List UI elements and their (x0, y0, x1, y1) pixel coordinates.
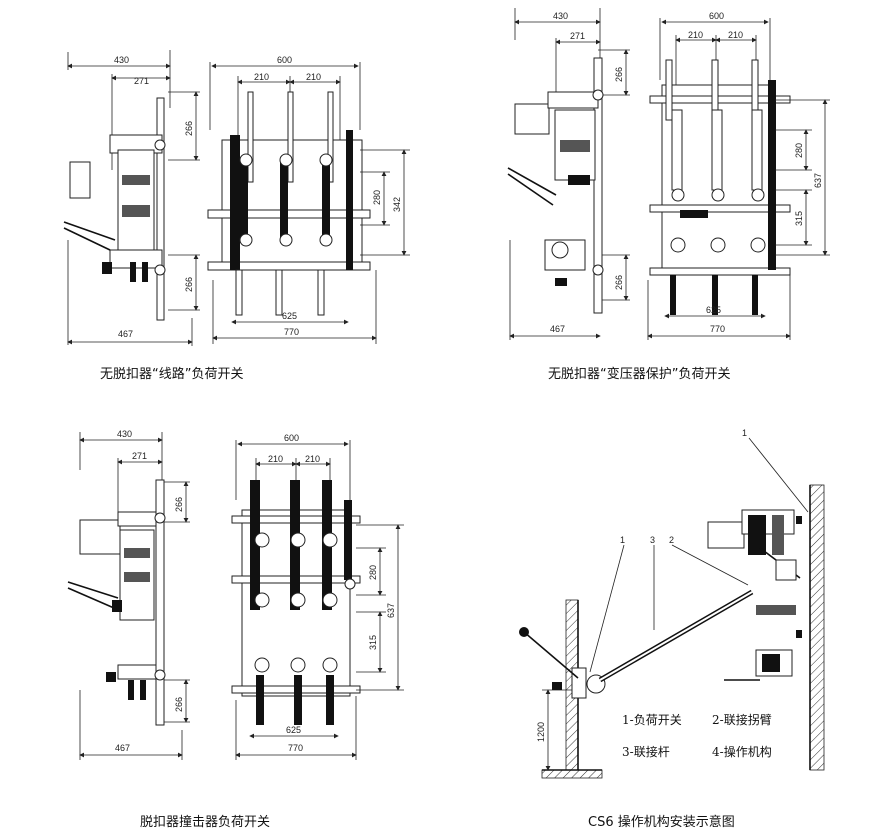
dim-266-bottom: 266 (614, 275, 624, 290)
legend-item-2: 2-联接拐臂 (712, 712, 772, 727)
dim-266-top: 266 (614, 67, 624, 82)
dim-266-top: 266 (174, 497, 184, 512)
dim-280: 280 (794, 143, 804, 158)
caption-bottom-left: 脱扣器撞击器负荷开关 (140, 815, 270, 830)
legend-item-4: 4-操作机构 (712, 744, 772, 759)
dim-210-b: 210 (306, 72, 321, 82)
dim-770: 770 (284, 327, 299, 337)
dim-210-b: 210 (305, 454, 320, 464)
dim-430: 430 (553, 11, 568, 21)
dim-600: 600 (284, 433, 299, 443)
dim-625: 625 (286, 725, 301, 735)
dim-210-a: 210 (268, 454, 283, 464)
tr-front-view: 600 210 210 280 (647, 11, 830, 340)
dim-315: 315 (368, 635, 378, 650)
dim-210-a: 210 (254, 72, 269, 82)
dim-430: 430 (117, 429, 132, 439)
dim-467: 467 (550, 324, 565, 334)
dim-266-top: 266 (184, 121, 194, 136)
dim-280: 280 (368, 565, 378, 580)
dim-271: 271 (570, 31, 585, 41)
dim-280: 280 (372, 190, 382, 205)
dim-266-bottom: 266 (184, 277, 194, 292)
br-installation-view: 1200 1 1 3 2 1-负荷开关 2-联接拐臂 3-联接杆 (519, 428, 825, 779)
callout-2: 2 (669, 535, 674, 545)
callout-1-left: 1 (620, 535, 625, 545)
caption-top-left: 无脱扣器“线路”负荷开关 (100, 366, 243, 382)
tr-side-view: 430 271 266 266 467 (507, 8, 630, 340)
dim-600: 600 (277, 55, 292, 65)
dim-271: 271 (132, 451, 147, 461)
legend-item-3: 3-联接杆 (622, 744, 670, 759)
dim-266-bottom: 266 (174, 697, 184, 712)
dim-1200: 1200 (536, 722, 546, 742)
callout-3: 3 (650, 535, 655, 545)
dim-430: 430 (114, 55, 129, 65)
tl-side-view: 430 271 266 266 467 (63, 50, 200, 346)
tl-front-view: 600 210 210 280 (207, 55, 410, 344)
bl-side-view: 430 271 266 266 467 (67, 429, 190, 760)
dim-467: 467 (115, 743, 130, 753)
caption-bottom-right: CS6 操作机构安装示意图 (588, 814, 735, 830)
dim-637: 637 (386, 603, 396, 618)
dim-637: 637 (813, 173, 823, 188)
dim-625: 625 (282, 311, 297, 321)
dim-467: 467 (118, 329, 133, 339)
callout-1-top: 1 (742, 428, 747, 438)
dim-271: 271 (134, 76, 149, 86)
dim-770: 770 (288, 743, 303, 753)
dim-625: 625 (706, 305, 721, 315)
dim-210-a: 210 (688, 30, 703, 40)
dim-210-b: 210 (728, 30, 743, 40)
caption-top-right: 无脱扣器“变压器保护”负荷开关 (548, 366, 730, 382)
dim-342: 342 (392, 197, 402, 212)
dim-315: 315 (794, 211, 804, 226)
dim-770: 770 (710, 324, 725, 334)
legend-item-1: 1-负荷开关 (622, 713, 682, 727)
bl-front-view: 600 210 210 280 (231, 433, 404, 760)
dim-600: 600 (709, 11, 724, 21)
